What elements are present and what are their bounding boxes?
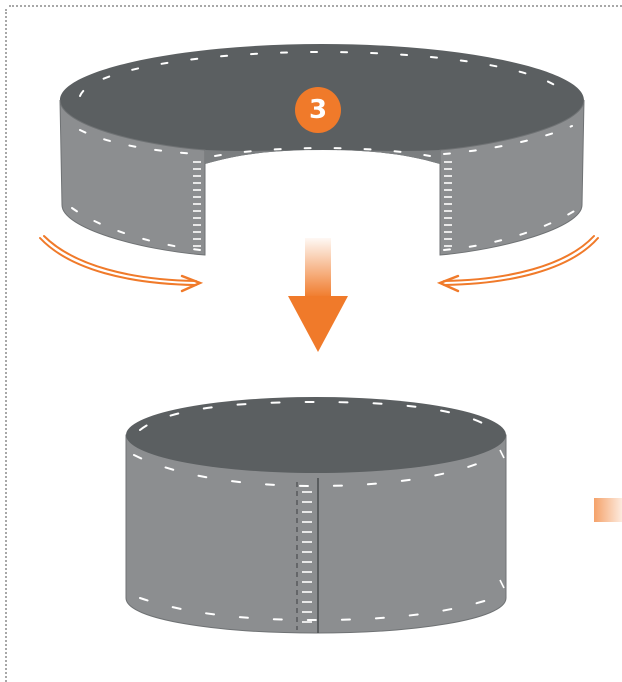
open-ring-band-stitching: [71, 125, 577, 251]
frame-left-border: [5, 9, 7, 682]
cylinder-side: [125, 434, 507, 634]
open-ring-right-seam: [444, 161, 452, 247]
step-number-badge: 3: [295, 87, 341, 133]
open-ring-left-seam: [193, 161, 201, 247]
frame-top-border: [9, 5, 622, 7]
closed-cylinder-illustration: [125, 397, 507, 634]
open-ring-right-band: [439, 99, 585, 256]
cylinder-bottom-stitching: [139, 597, 495, 622]
open-ring-illustration: [59, 44, 585, 256]
open-ring-left-band: [59, 99, 206, 256]
open-ring-inner-wall: [205, 150, 440, 164]
cylinder-edge-marks: [499, 449, 505, 589]
cylinder-top: [126, 397, 506, 473]
right-edge-accent: [594, 498, 622, 522]
gradient-arrow-down-icon: [288, 238, 348, 352]
curved-arrow-right-icon: [39, 235, 204, 293]
curved-arrow-left-icon: [436, 235, 599, 293]
cylinder-seam-stitches: [302, 491, 312, 623]
open-ring-top-stitching: [79, 50, 567, 157]
